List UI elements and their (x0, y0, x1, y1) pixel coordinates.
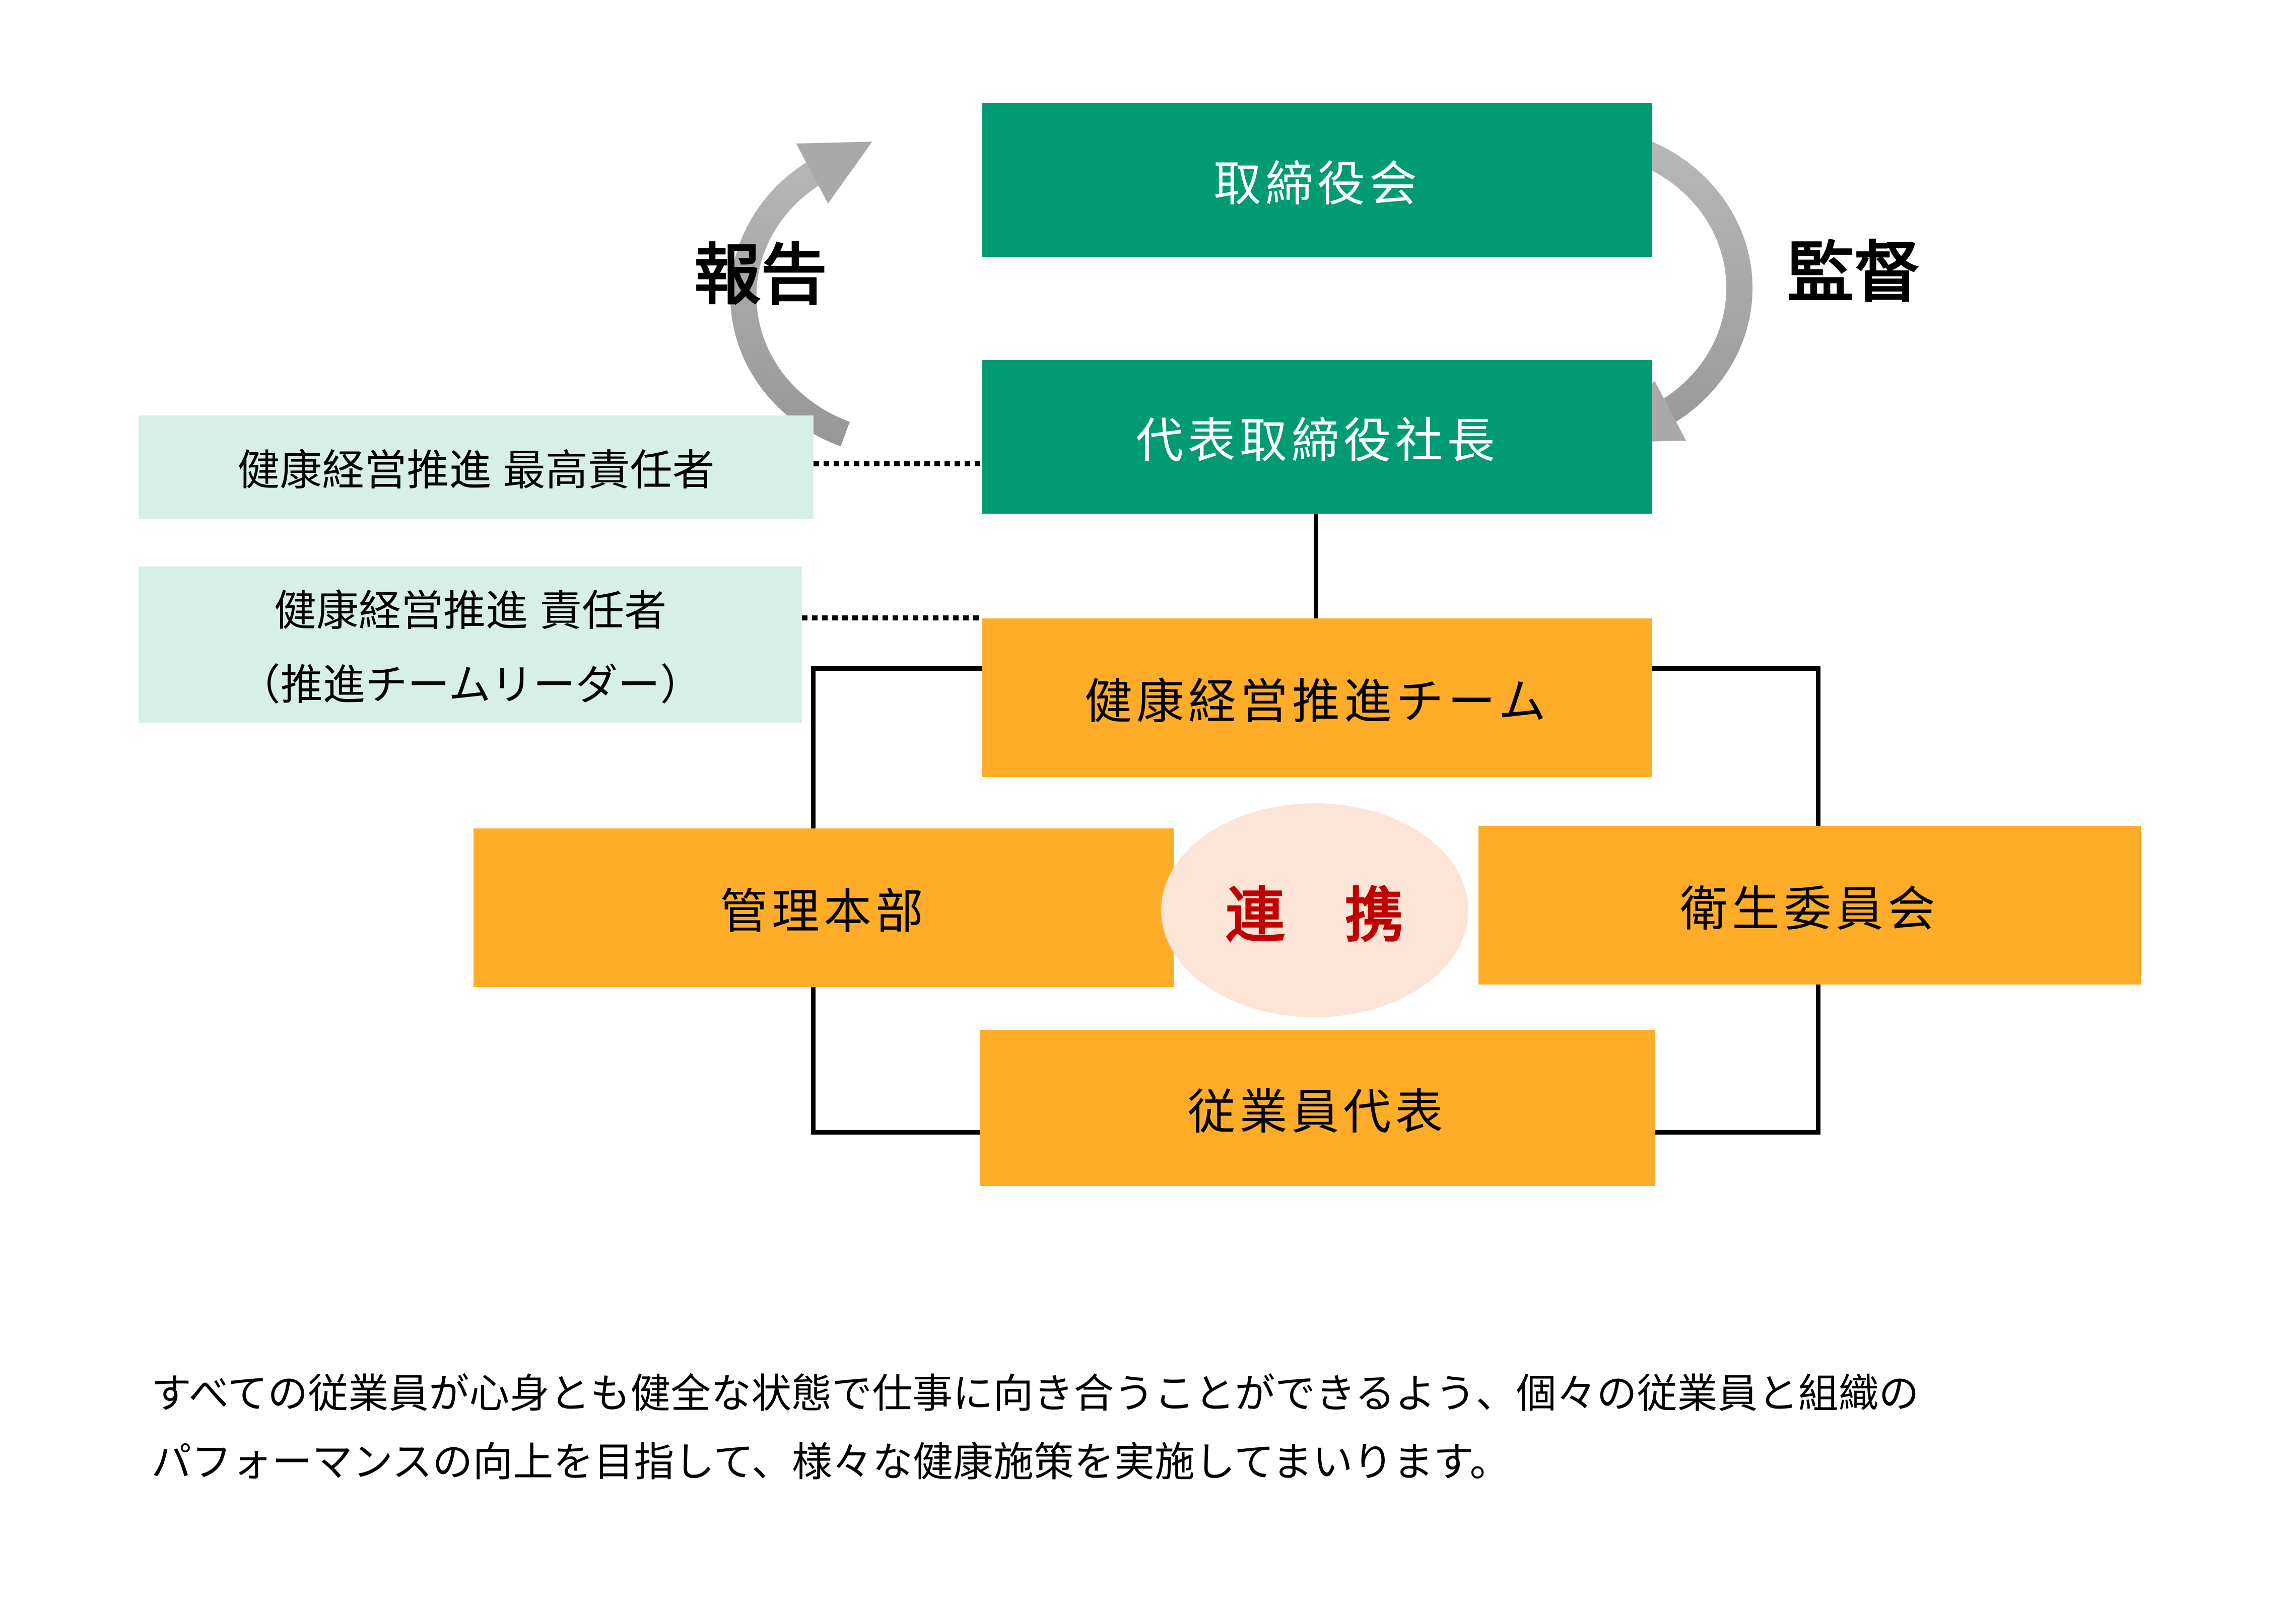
footer-line-2: パフォーマンスの向上を目指して、様々な健康施策を実施してまいります。 (151, 1440, 1510, 1485)
footer-description: すべての従業員が心身とも健全な状態で仕事に向き合うことができるよう、個々の従業員… (151, 1360, 2116, 1497)
box-board-of-directors-label: 取締役会 (1213, 158, 1421, 211)
label-officer-line1: 健康経営推進 責任者 (274, 587, 667, 635)
box-promotion-team-label: 健康経営推進チーム (1084, 675, 1550, 729)
collaboration-label: 連 携 (1225, 883, 1404, 949)
president-team-connector-line (1314, 513, 1318, 619)
label-supervise: 監督 (1787, 235, 1920, 310)
supervise-curved-arrow-icon (1610, 137, 1753, 443)
label-chief-officer: 健康経営推進 最高責任者 (139, 415, 814, 519)
box-admin-hq-label: 管理本部 (719, 885, 927, 939)
footer-line-1: すべての従業員が心身とも健全な状態で仕事に向き合うことができるよう、個々の従業員… (151, 1371, 1919, 1416)
report-curved-arrow-icon (730, 142, 872, 447)
chief-officer-dotted-line (814, 461, 982, 466)
box-promotion-team: 健康経営推進チーム (982, 618, 1652, 777)
officer-dotted-line (802, 615, 982, 620)
box-president: 代表取締役社長 (982, 360, 1652, 514)
label-chief-officer-text: 健康経営推進 最高責任者 (237, 447, 715, 494)
box-hygiene-committee-label: 衛生委員会 (1679, 883, 1939, 936)
box-hygiene-committee: 衛生委員会 (1478, 826, 2141, 985)
box-employee-rep-label: 従業員代表 (1187, 1085, 1447, 1139)
label-officer: 健康経営推進 責任者 （推進チームリーダー） (139, 567, 802, 723)
label-officer-line2: （推進チームリーダー） (238, 661, 703, 709)
box-president-label: 代表取締役社長 (1135, 414, 1499, 468)
box-employee-rep: 従業員代表 (980, 1030, 1655, 1186)
box-admin-hq: 管理本部 (474, 828, 1174, 987)
collaboration-ellipse: 連 携 (1161, 803, 1468, 1017)
box-board-of-directors: 取締役会 (982, 103, 1652, 257)
label-report: 報告 (694, 238, 827, 312)
